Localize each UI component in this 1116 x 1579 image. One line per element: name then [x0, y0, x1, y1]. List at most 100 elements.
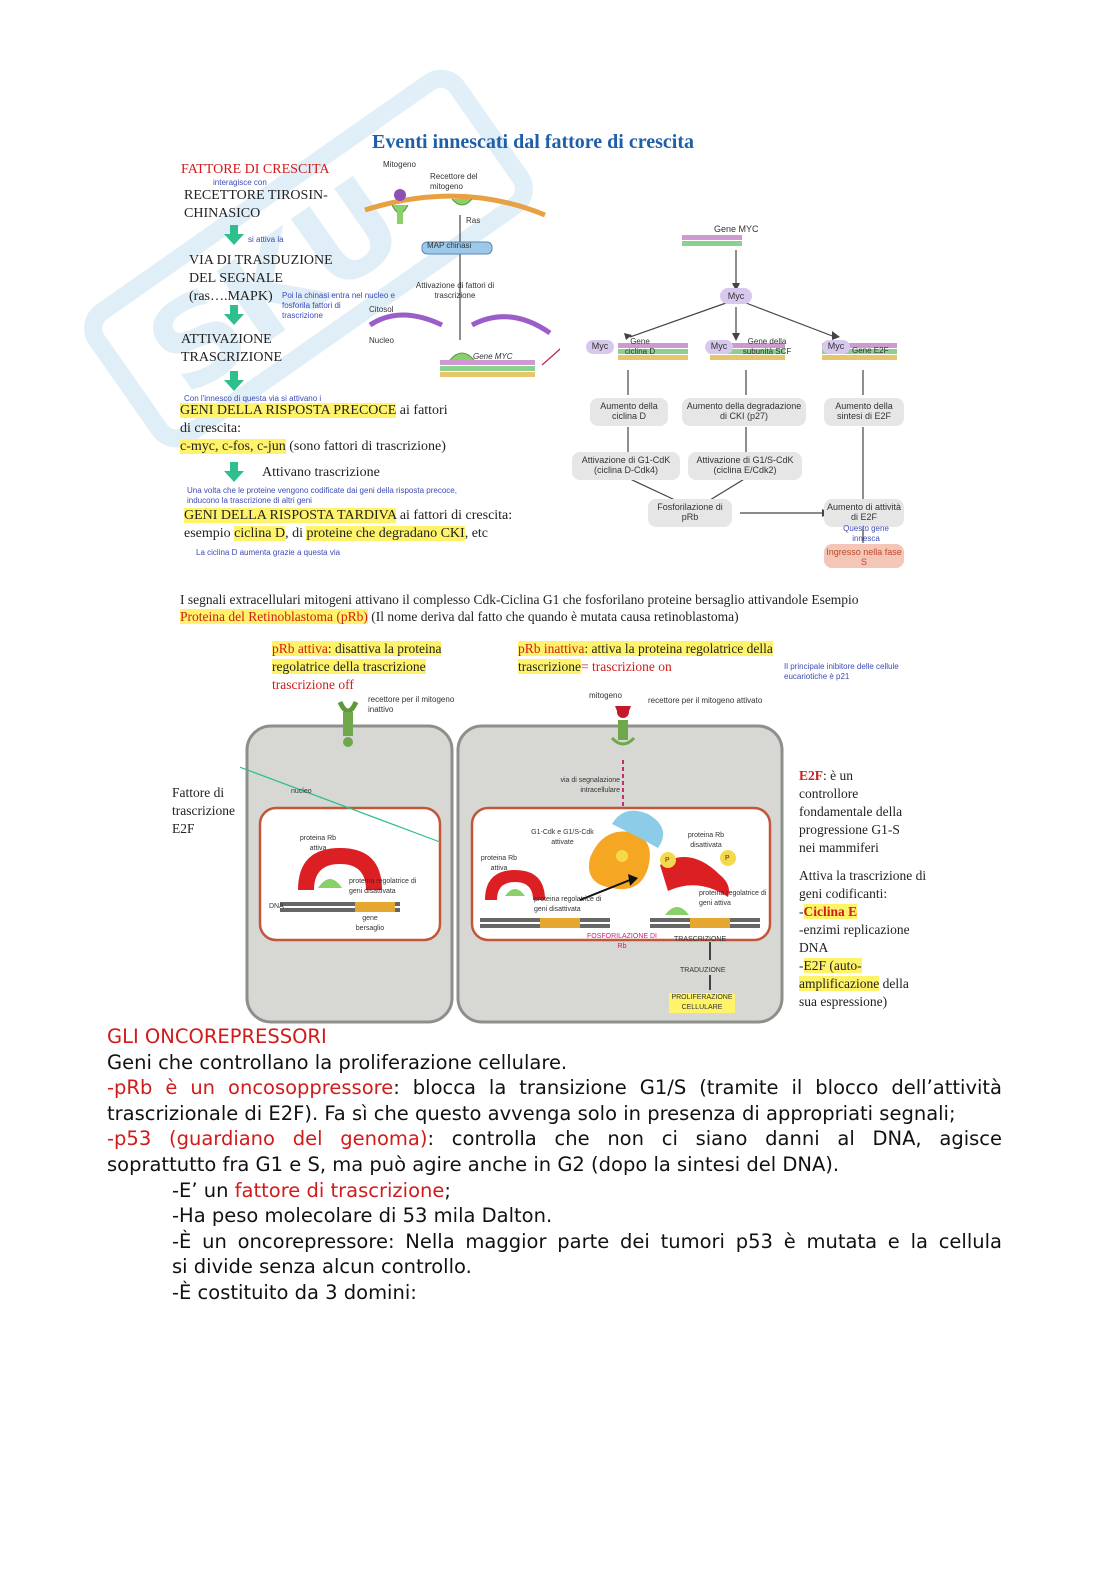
chain-via-3: (ras….MAPK)	[189, 289, 273, 304]
chain-precoce-3-hl: c-myc, c-fos, c-jun	[180, 439, 286, 454]
chain-ciclina-note: La ciclina D aumenta grazie a questa via	[196, 548, 341, 557]
pw-gene-cicD: Gene ciclina D	[624, 337, 656, 356]
pw-myc-2: Myc	[705, 340, 733, 354]
f2-rec-inattivo: recettore per il mitogeno inattivo	[368, 695, 455, 714]
text-prb-line-2: trascrizionale di E2F). Fa sì che questo…	[107, 1101, 956, 1125]
e2f-5: nei mammiferi	[799, 840, 879, 855]
chain-precoce-hl: GENI DELLA RISPOSTA PRECOCE	[180, 403, 397, 418]
prb-attiva-2: regolatrice della trascrizione	[272, 659, 426, 674]
text-p53-red: -p53 (guardiano del genoma)	[107, 1127, 428, 1151]
chain-esempio-hl2: proteine che degradano CKI	[306, 526, 465, 541]
e2f-rest: : è un	[823, 768, 854, 783]
inibitore-note-1: Il principale inibitore delle cellule	[784, 662, 899, 671]
attiva-1: Attiva la trascrizione di	[799, 868, 927, 883]
pw-aum-degr: Aumento della degradazione di CKI (p27)	[682, 398, 806, 426]
text-bullet-2: -Ha peso molecolare di 53 mila Dalton.	[172, 1204, 553, 1228]
f2-via-segn: via di segnalazione intracellulare	[560, 777, 620, 794]
f2-prot-reg-dis: proteina regolatrice di geni disattivata	[349, 878, 417, 895]
f2-trascrizione: TRASCRIZIONE	[674, 936, 727, 943]
chain-attivano: Attivano trascrizione	[262, 465, 380, 480]
f2-prot-reg-att: proteina regolatrice di geni attiva	[699, 890, 767, 907]
section-heading: GLI ONCOREPRESSORI	[107, 1025, 327, 1048]
cd-citosol: Citosol	[369, 305, 394, 314]
prb-inattiva-2-hl: trascrizione	[518, 659, 581, 674]
chain-precoce-line: GENI DELLA RISPOSTA PRECOCE ai fattori	[180, 403, 448, 419]
prb-attiva-hl: pRb attiva	[272, 641, 328, 656]
chain-fattore: FATTORE DI CRESCITA	[181, 162, 330, 177]
pw-aum-cicD: Aumento della ciclina D	[590, 398, 668, 426]
prb-inattiva-hl: pRb inattiva	[518, 641, 585, 656]
text-line-1: Geni che controllano la proliferazione c…	[107, 1050, 568, 1074]
chain-fattore-note: interagisce con	[213, 178, 267, 187]
intro-line-2-hl: Proteina del Retinoblastoma (pRb)	[180, 609, 368, 624]
e2f-title: E2F	[799, 768, 824, 783]
prb-attiva-block: pRb attiva: disattiva la proteina regola…	[272, 640, 442, 694]
chain-arrows	[224, 225, 244, 482]
f2-prot-reg-dis-2: proteina regolatrice di geni disattivata	[534, 896, 602, 913]
text-p53-line-1: -p53 (guardiano del genoma): controlla c…	[107, 1126, 1002, 1152]
chain-tardiva-note-1: Una volta che le proteine vengono codifi…	[187, 486, 457, 495]
f2-nucleo: nucleo	[291, 788, 312, 795]
chain-precoce-3-rest: (sono fattori di trascrizione)	[285, 439, 446, 454]
chain-tardiva-note-2: inducono la trascrizione di altri geni	[187, 496, 312, 505]
cd-gene-myc: Gene MYC	[473, 352, 513, 361]
f2-dna: DNA	[269, 903, 284, 910]
inibitore-note-2: eucariotiche è p21	[784, 672, 850, 681]
pw-gene-e2f: Gene E2F	[852, 346, 889, 355]
chain-via-1: VIA DI TRASDUZIONE	[189, 253, 333, 268]
pw-aum-att: Aumento di attività di E2F	[824, 499, 904, 527]
chain-attiv-2: TRASCRIZIONE	[181, 350, 283, 365]
pw-att-g1s: Attivazione di G1/S-CdK (ciclina E/Cdk2)	[688, 452, 802, 480]
cicE-pre: -	[799, 904, 804, 919]
intro-line-1: I segnali extracellulari mitogeni attiva…	[180, 592, 859, 607]
pathway-arrows	[618, 235, 897, 543]
f2-prb-attiva-2: proteina Rb attiva	[480, 855, 518, 872]
chain-precoce-rest: ai fattori	[396, 403, 448, 418]
attiva-2: geni codificanti:	[799, 886, 888, 901]
text-bullet-1: -E’ un fattore di trascrizione;	[107, 1178, 1002, 1204]
chain-tardiva-line: GENI DELLA RISPOSTA TARDIVA ai fattori d…	[184, 508, 512, 524]
chain-tardiva-rest: ai fattori di crescita:	[396, 508, 513, 523]
e2f-block: E2F: è un controllore fondamentale della…	[799, 767, 926, 1011]
chain-esempio-mid: , di	[285, 526, 307, 541]
f2-fattore: Fattore di trascrizione E2F	[172, 784, 235, 838]
e2f-auto-mid: (auto-	[826, 958, 862, 973]
intro-line-2-rest: (Il nome deriva dal fatto che quando è m…	[367, 609, 739, 624]
text-bullet-3-line-2: si divide senza alcun controllo.	[172, 1255, 472, 1279]
main-text: GLI ONCOREPRESSORI Geni che controllano …	[107, 1024, 1002, 1306]
pw-aum-sintesi: Aumento della sintesi di E2F	[824, 398, 904, 426]
prb-inattiva-rest: : attiva la proteina regolatrice della	[584, 641, 773, 656]
prb-inattiva-block: pRb inattiva: attiva la proteina regolat…	[518, 640, 773, 676]
chain-via-note-2: fosforila fattori di	[282, 301, 341, 310]
text-prb-rest: : blocca la transizione G1/S (tramite il…	[393, 1076, 1002, 1100]
cicE: Ciclina E	[803, 904, 858, 919]
f2-p-1: P	[665, 857, 670, 864]
e2f-auto-hl1: E2F	[803, 958, 827, 973]
f2-prb-attiva: proteina Rb attiva	[299, 835, 337, 852]
prb-cells-diagram	[240, 700, 784, 1024]
cd-attivazione: Attivazione di fattori di trascrizione	[415, 281, 495, 300]
cell-membrane-diagram	[364, 189, 560, 377]
pw-fosforil: Fosforilazione di pRb	[648, 499, 732, 527]
f2-prolif: PROLIFERAZIONE CELLULARE	[669, 993, 735, 1013]
f2-prb-disatt: proteina Rb disattivata	[687, 832, 725, 849]
pw-questo-gene: Questo gene innesca	[843, 524, 889, 543]
pw-ingresso: Ingresso nella fase S	[824, 544, 904, 568]
cd-recettore: Recettore del mitogeno	[430, 172, 478, 191]
f2-fattore-2: trascrizione	[172, 803, 235, 818]
prb-attiva-rest: : disattiva la proteina	[327, 641, 442, 656]
text-prb-red: -pRb è un oncosoppressore	[107, 1076, 394, 1100]
f2-gene-bersaglio: gene bersaglio	[355, 915, 385, 932]
text-bullet-3-line-1: -È un oncorepressore: Nella maggior part…	[172, 1229, 1002, 1253]
cd-nucleo: Nucleo	[369, 336, 394, 345]
e2f-3: fondamentale della	[799, 804, 903, 819]
chain-esempio-hl1: ciclina D	[234, 526, 286, 541]
chain-via-note-1: Poi la chinasi entra nel nucleo e	[282, 291, 395, 300]
f2-rec-attivato: recettore per il mitogeno attivato	[648, 696, 763, 705]
f2-p-2: P	[725, 855, 730, 862]
prb-inattiva-2-rest: = trascrizione on	[580, 659, 672, 674]
pw-myc-3: Myc	[822, 340, 850, 354]
prb-attiva-3: trascrizione off	[272, 677, 354, 692]
pw-att-g1: Attivazione di G1-CdK (ciclina D-Cdk4)	[572, 452, 680, 480]
text-b1-pre: -E’ un	[172, 1178, 235, 1202]
